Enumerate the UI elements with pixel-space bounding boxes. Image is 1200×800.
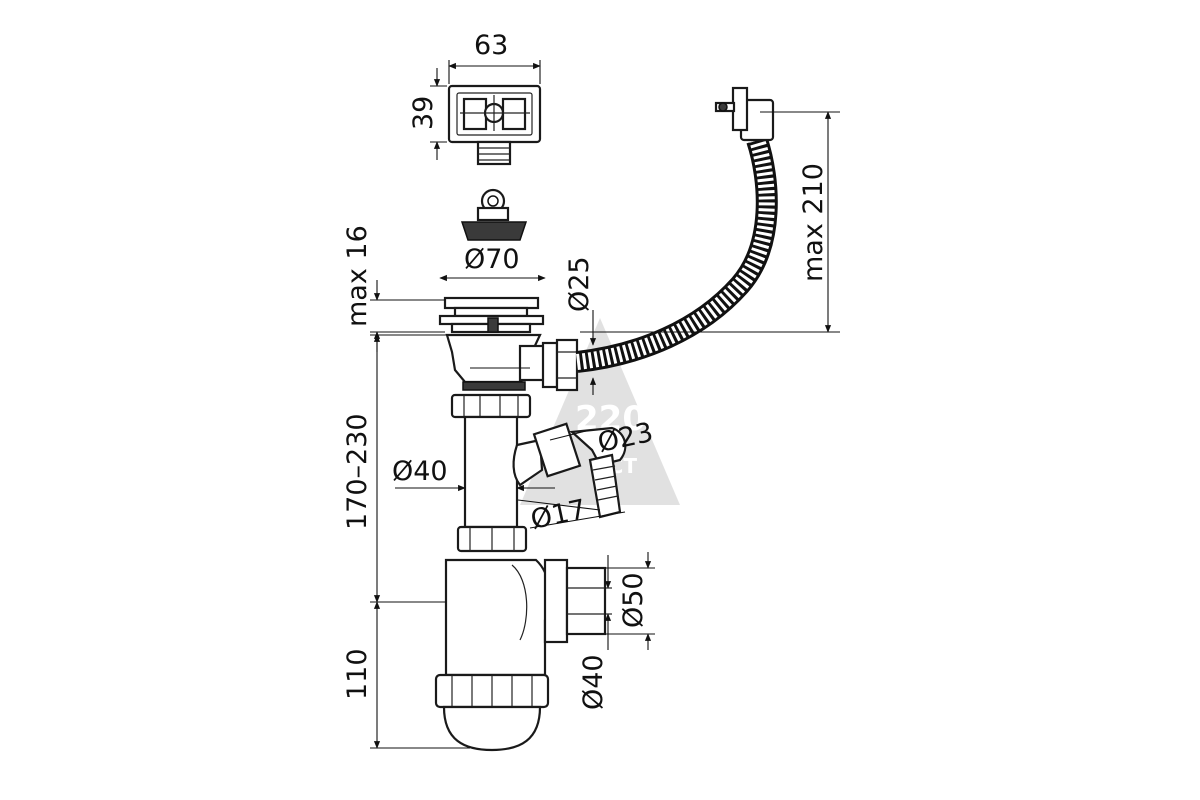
dim-grate-height: 39: [408, 96, 439, 130]
strainer: [438, 296, 545, 334]
dim-trap-height: 110: [342, 648, 373, 700]
dimension-lines: [370, 60, 840, 749]
overflow-grate: [447, 84, 542, 166]
dim-overflow-hose-diameter: Ø25: [564, 256, 595, 312]
dim-tube-diameter: Ø40: [392, 456, 448, 487]
dim-overflow-length: max 210: [798, 163, 829, 282]
dim-body-height: 170–230: [342, 413, 373, 530]
vertical-tube: [450, 393, 532, 553]
dim-strainer-diameter: Ø70: [464, 244, 520, 275]
dim-grate-width: 63: [474, 30, 508, 61]
overflow-hose: [575, 86, 778, 373]
side-connector: [512, 422, 627, 519]
bottle-trap: [434, 558, 607, 752]
dim-outlet-large-diameter: Ø50: [618, 572, 649, 628]
upper-body: [445, 333, 579, 392]
dim-drain-height: max 16: [342, 225, 373, 327]
drain-plug: [460, 188, 528, 241]
dim-outlet-small-diameter: Ø40: [578, 654, 609, 710]
